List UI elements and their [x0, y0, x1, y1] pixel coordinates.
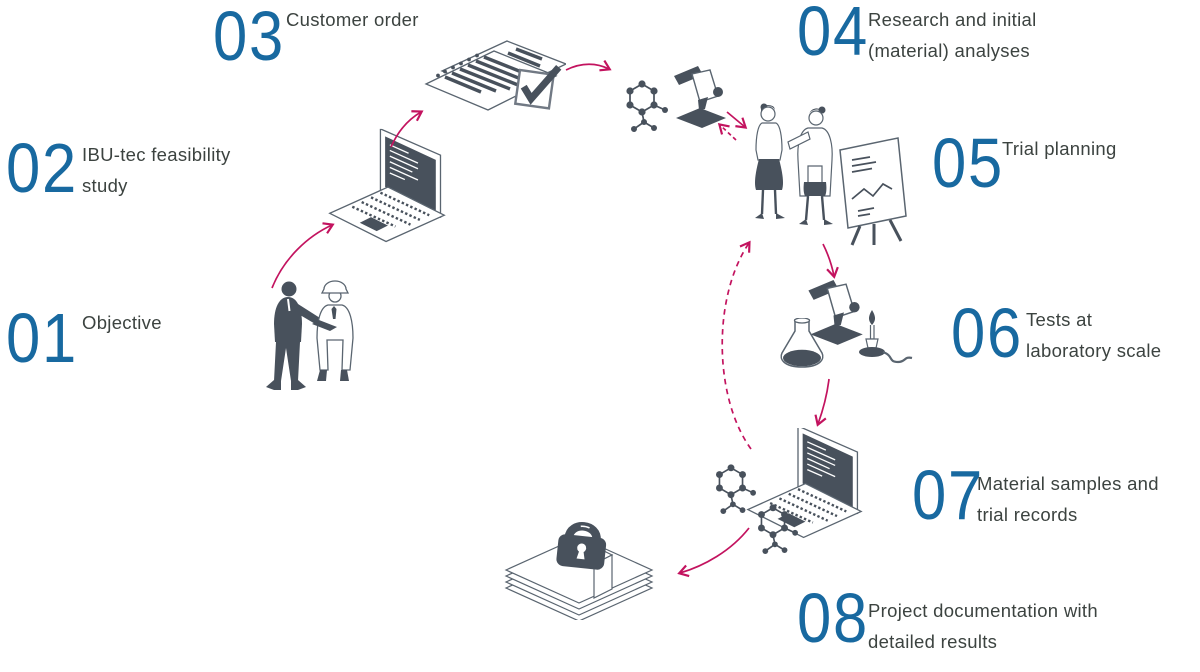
arrow-02-to-03: [390, 110, 424, 148]
step-label-line: Research and initial: [868, 9, 1037, 30]
step-label-line: Customer order: [286, 9, 419, 30]
step-label: Research and initial (material) analyses: [868, 4, 1036, 66]
arrow-04-to-05: [726, 111, 748, 129]
step-label: Tests at laboratory scale: [1026, 304, 1161, 366]
step-label: IBU-tec feasibility study: [82, 139, 231, 201]
step-label-line: study: [82, 175, 128, 196]
step-label-line: (material) analyses: [868, 40, 1030, 61]
step-label-line: Material samples and: [977, 473, 1159, 494]
step-label: Material samples and trial records: [977, 468, 1159, 530]
step-number: 07: [912, 456, 985, 534]
step-number: 06: [951, 294, 1024, 372]
step-number: 03: [213, 0, 286, 75]
step-label-line: Objective: [82, 312, 162, 333]
step-label: Customer order: [286, 4, 419, 35]
step-label-line: Project documentation with: [868, 600, 1098, 621]
people-flipchart-icon: [755, 103, 907, 246]
step-label: Objective: [82, 307, 162, 338]
step-label-line: Tests at: [1026, 309, 1093, 330]
step-label-line: laboratory scale: [1026, 340, 1162, 361]
arrow-05-to-06: [822, 243, 839, 279]
arrow-07-to-05-dashed-feedback: [721, 240, 752, 450]
step-number: 02: [6, 129, 79, 207]
arrow-05-to-04-dashed: [717, 123, 737, 141]
step-number: 01: [6, 299, 79, 377]
step-label: Trial planning: [1002, 133, 1117, 164]
step-label: Project documentation with detailed resu…: [868, 595, 1098, 657]
arrow-03-to-04: [565, 59, 612, 72]
step-number: 08: [797, 579, 870, 657]
step-label-line: detailed results: [868, 631, 998, 652]
order-documents-checkmark-icon: [424, 40, 566, 111]
step-number: 04: [797, 0, 870, 70]
handshake-meeting-icon: [266, 280, 354, 390]
step-label-line: Trial planning: [1002, 138, 1117, 159]
step-label-line: trial records: [977, 504, 1078, 525]
arrow-01-to-02: [271, 222, 335, 289]
arrow-06-to-07: [814, 378, 830, 427]
locked-documents-icon: [504, 522, 654, 620]
step-number: 05: [932, 124, 1005, 202]
arrow-07-to-08: [677, 527, 750, 578]
step-label-line: IBU-tec feasibility: [82, 144, 231, 165]
